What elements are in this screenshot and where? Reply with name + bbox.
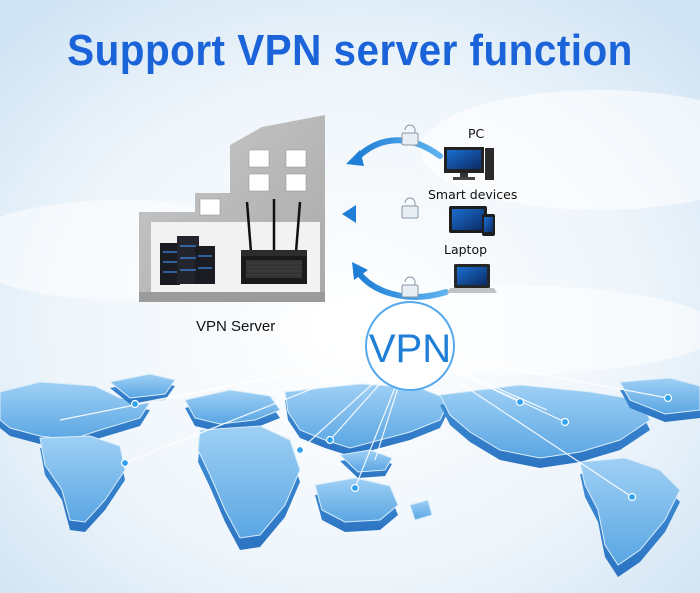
device-label-smart-devices: Smart devices [428, 187, 518, 202]
connection-arrows [342, 124, 449, 300]
server-building [139, 115, 325, 302]
vpn-server-label: VPN Server [196, 318, 276, 335]
connection-nodes [120, 393, 673, 502]
world-map [0, 373, 700, 577]
desktop-pc-icon [444, 147, 494, 180]
lock-icon [401, 124, 419, 298]
device-label-laptop: Laptop [444, 242, 488, 257]
device-label-pc: PC [468, 126, 485, 141]
laptop-icon [447, 264, 497, 293]
tablet-phone-icon [449, 206, 495, 236]
router-icon [241, 199, 307, 284]
server-rack-icon [160, 236, 215, 285]
vpn-bubble: VPN [365, 301, 455, 391]
vpn-label: VPN [369, 327, 451, 371]
page-title: Support VPN server function [67, 26, 633, 75]
